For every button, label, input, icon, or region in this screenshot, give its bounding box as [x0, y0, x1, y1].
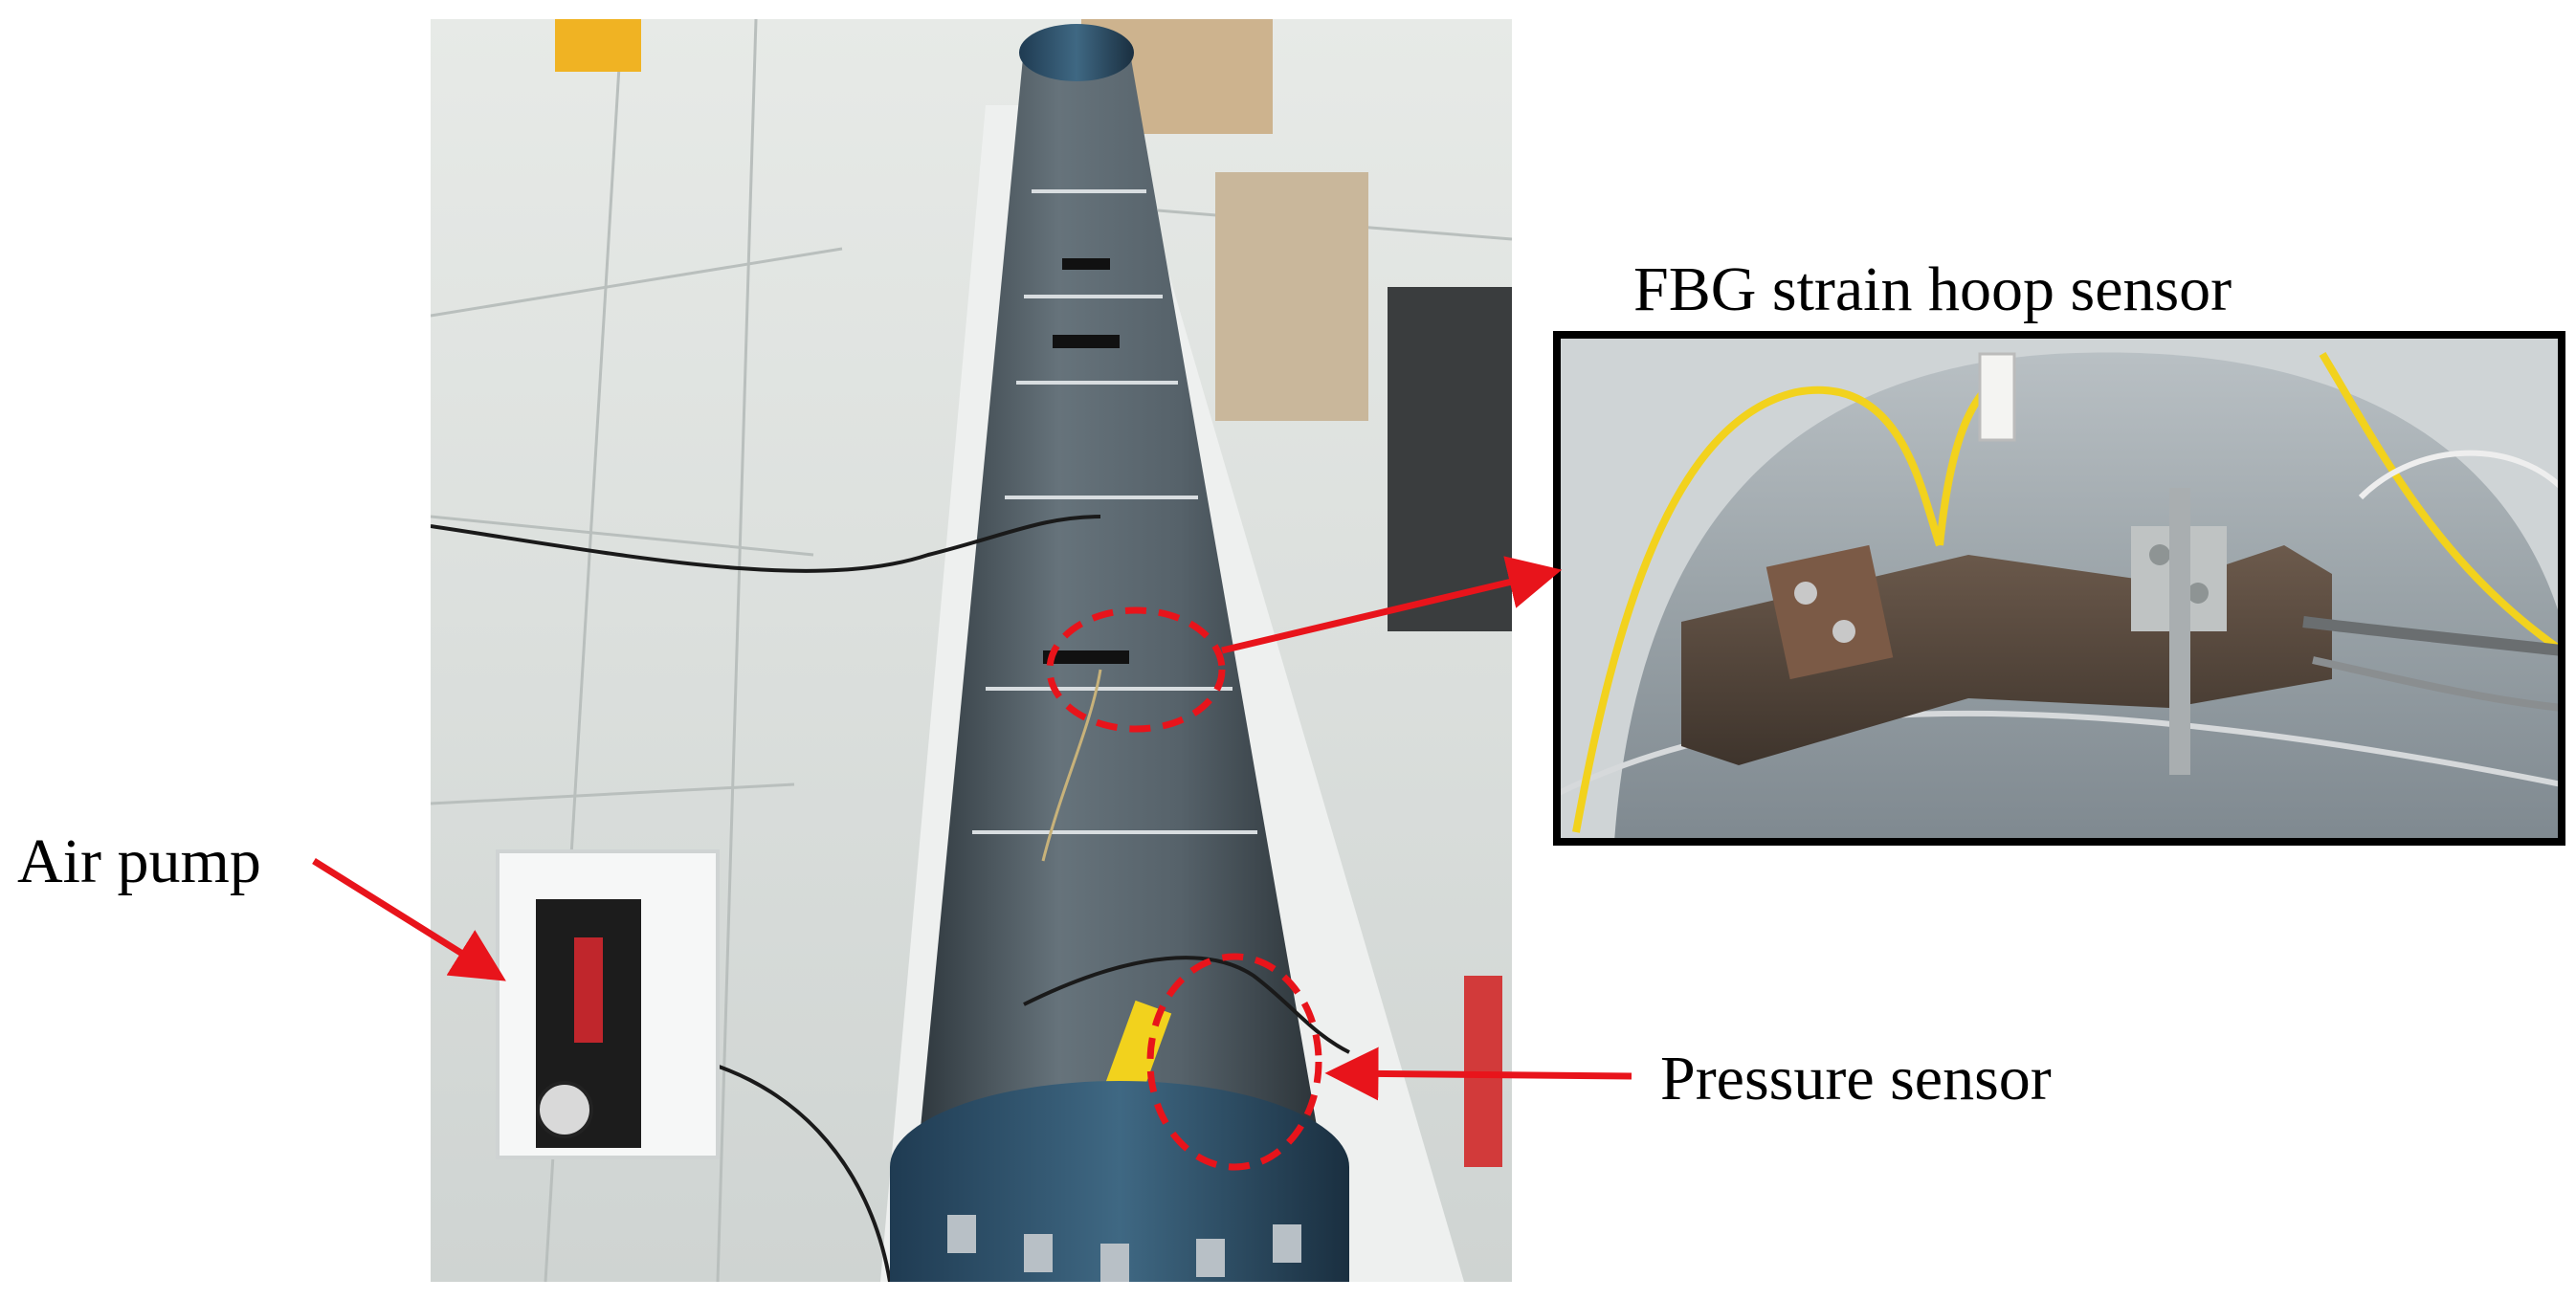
- fbg-sensor-label: FBG strain hoop sensor: [1633, 254, 2232, 324]
- air-pump-label: Air pump: [17, 826, 261, 896]
- spool: [555, 19, 641, 72]
- pipe-test-setup-photo: [431, 19, 1512, 1282]
- box: [1388, 287, 1512, 631]
- fbg-sensor-closeup-photo: [1557, 335, 2562, 842]
- strain-sensor-mark: [1043, 650, 1129, 664]
- box: [1215, 172, 1368, 421]
- pipe: [919, 48, 1321, 1148]
- pressure-sensor-label: Pressure sensor: [1660, 1044, 2052, 1113]
